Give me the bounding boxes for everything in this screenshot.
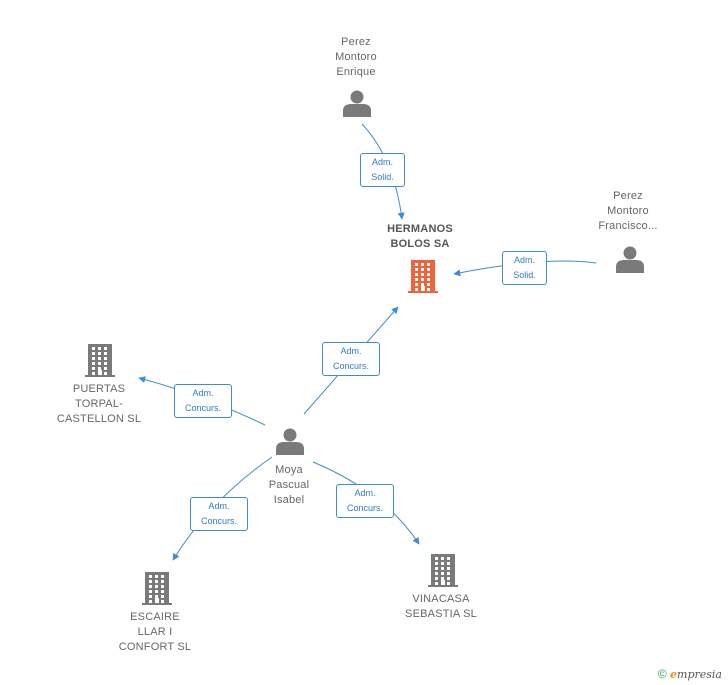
node-label-line: Isabel xyxy=(273,494,305,506)
node-label-line: ESCAIRE xyxy=(130,611,180,623)
building-icon-escaire[interactable] xyxy=(142,572,172,605)
person-icon-francisco[interactable] xyxy=(616,246,644,274)
node-label-line: Enrique xyxy=(336,66,376,78)
building-icon-hermanos[interactable] xyxy=(408,260,438,293)
node-label-hermanos[interactable]: HERMANOS BOLOS SA xyxy=(375,222,465,252)
copyright-symbol: © xyxy=(657,667,667,681)
edge-label-moya-to-hermanos[interactable]: Adm. Concurs. xyxy=(322,342,380,376)
node-label-line: Perez xyxy=(613,190,643,202)
edge-label-line: Adm. xyxy=(354,488,376,498)
node-label-line: PUERTAS xyxy=(72,383,126,395)
node-label-line: HERMANOS xyxy=(387,223,453,235)
node-label-line: Montoro xyxy=(335,51,377,63)
edge-label-enrique-to-hermanos[interactable]: Adm. Solid. xyxy=(360,153,405,187)
edge-label-francisco-to-hermanos[interactable]: Adm. Solid. xyxy=(502,251,547,285)
edge-label-line: Adm. xyxy=(208,501,230,511)
edge-label-line: Adm. xyxy=(513,255,535,265)
node-label-line: BOLOS SA xyxy=(390,238,450,250)
edge-label-line: Adm. xyxy=(371,157,393,167)
edge-label-line: Adm. xyxy=(192,388,214,398)
node-label-vinacasa[interactable]: VINACASA SEBASTIA SL xyxy=(391,592,491,622)
edge-label-line: Solid. xyxy=(371,172,394,182)
edge-label-line: Adm. xyxy=(340,346,362,356)
node-label-line: VINACASA xyxy=(412,593,470,605)
edge-label-line: Concurs. xyxy=(184,403,221,413)
edge-label-line: Concurs. xyxy=(200,516,237,526)
node-label-line: LLAR I xyxy=(137,626,173,638)
node-label-line: Montoro xyxy=(607,205,649,217)
edge-label-moya-to-puertas[interactable]: Adm. Concurs. xyxy=(174,384,232,418)
footer-brand: © empresia xyxy=(658,667,722,681)
node-label-escaire[interactable]: ESCAIRE LLAR I CONFORT SL xyxy=(105,610,205,655)
node-label-line: CONFORT SL xyxy=(118,641,192,653)
node-label-line: Moya xyxy=(275,464,303,476)
edge-label-line: Solid. xyxy=(513,270,536,280)
node-label-line: CASTELLON SL xyxy=(56,413,142,425)
node-label-puertas[interactable]: PUERTAS TORPAL- CASTELLON SL xyxy=(49,382,149,427)
person-icon-moya[interactable] xyxy=(276,428,304,456)
edge-label-moya-to-escaire[interactable]: Adm. Concurs. xyxy=(190,497,248,531)
empresia-logo: empresia xyxy=(670,668,722,681)
node-label-line: TORPAL- xyxy=(74,398,124,410)
edge-label-line: Concurs. xyxy=(332,361,369,371)
node-label-line: Perez xyxy=(341,36,371,48)
node-label-line: Pascual xyxy=(268,479,310,491)
node-label-line: Francisco... xyxy=(598,220,658,232)
building-icon-vinacasa[interactable] xyxy=(428,554,458,587)
edge-label-line: Concurs. xyxy=(346,503,383,513)
icons-layer xyxy=(85,90,644,605)
building-icon-puertas[interactable] xyxy=(85,344,115,377)
person-icon-enrique[interactable] xyxy=(343,90,371,118)
edge-label-moya-to-vinacasa[interactable]: Adm. Concurs. xyxy=(336,484,394,518)
node-label-line: SEBASTIA SL xyxy=(405,608,477,620)
